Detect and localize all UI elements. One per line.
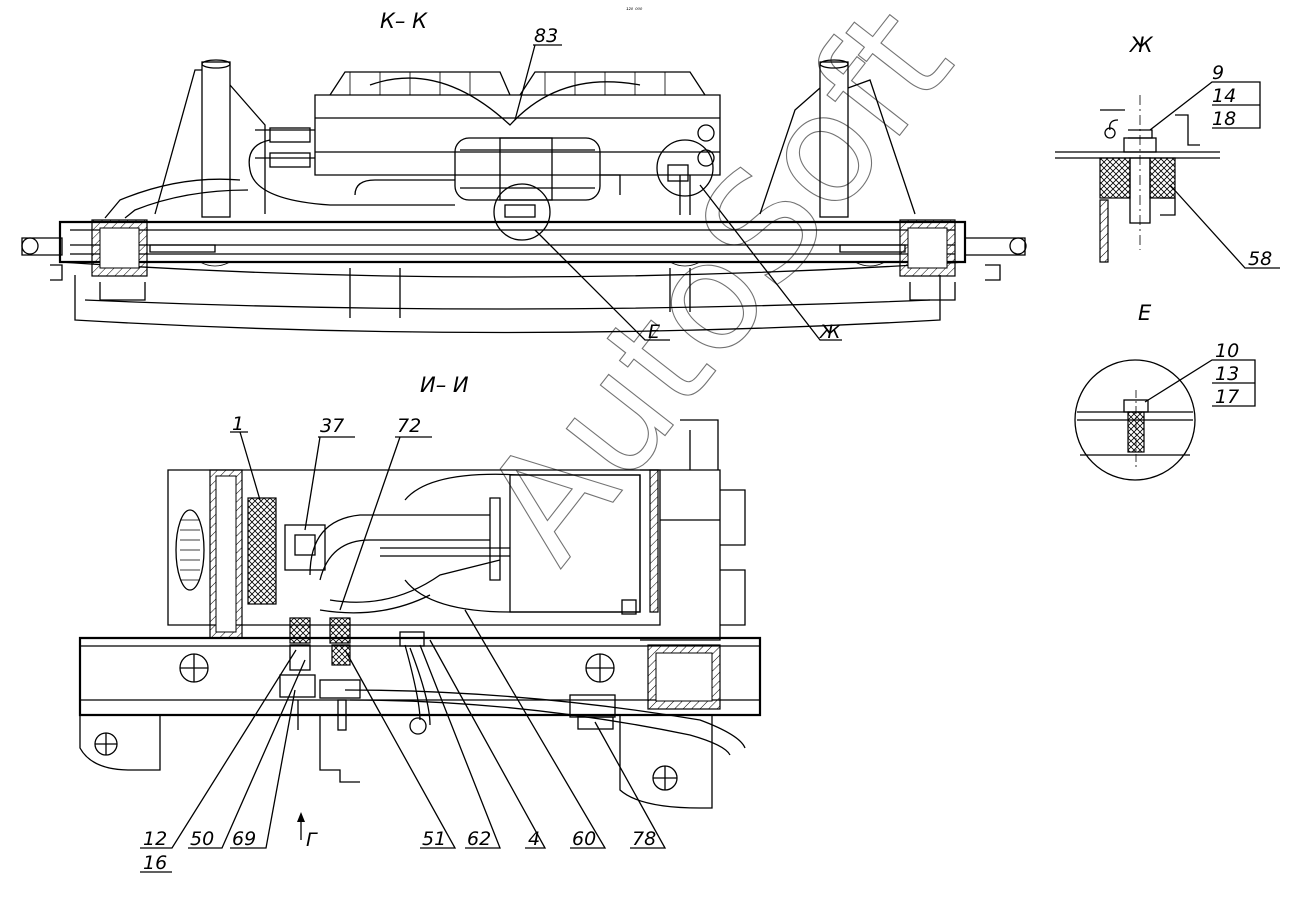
callout-13: 13 [1215, 363, 1239, 385]
callout-58: 58 [1248, 248, 1272, 270]
callout-4: 4 [528, 828, 540, 850]
svg-text:AutoSoft: AutoSoft [451, 0, 985, 592]
detail-zh: Ж 9 14 18 58 [1055, 33, 1280, 270]
view-ii-title: И– И [420, 373, 469, 397]
callout-12: 12 [143, 828, 167, 850]
callout-60: 60 [572, 828, 596, 850]
callout-9: 9 [1212, 62, 1224, 84]
callout-62: 62 [467, 828, 491, 850]
callout-kk-e: Е [648, 321, 660, 343]
callout-kk-zh: Ж [819, 321, 842, 343]
detail-e-title: Е [1138, 301, 1152, 325]
callout-10: 10 [1215, 340, 1239, 362]
view-ii: И– И [78, 373, 762, 874]
autosoft-watermark: AutoSoft [451, 0, 986, 593]
view-kk-title: К– К [380, 9, 428, 33]
view-kk: К– К ¹²⁰ ⁰⁰⁰ [21, 7, 1027, 343]
detail-e: Е 10 13 17 [1074, 301, 1256, 481]
callout-18: 18 [1212, 108, 1236, 130]
callout-16: 16 [143, 852, 167, 874]
callout-51: 51 [422, 828, 446, 850]
top-code: ¹²⁰ ⁰⁰⁰ [626, 7, 643, 14]
detail-zh-title: Ж [1128, 33, 1154, 57]
callout-78: 78 [632, 828, 656, 850]
callout-50: 50 [190, 828, 214, 850]
callout-17: 17 [1215, 386, 1239, 408]
callout-1: 1 [232, 413, 244, 435]
callout-69: 69 [232, 828, 256, 850]
callout-37: 37 [320, 415, 344, 437]
view-g-label: Г [306, 829, 318, 851]
callout-83: 83 [534, 25, 558, 47]
callout-72: 72 [397, 415, 421, 437]
callout-14: 14 [1212, 85, 1236, 107]
